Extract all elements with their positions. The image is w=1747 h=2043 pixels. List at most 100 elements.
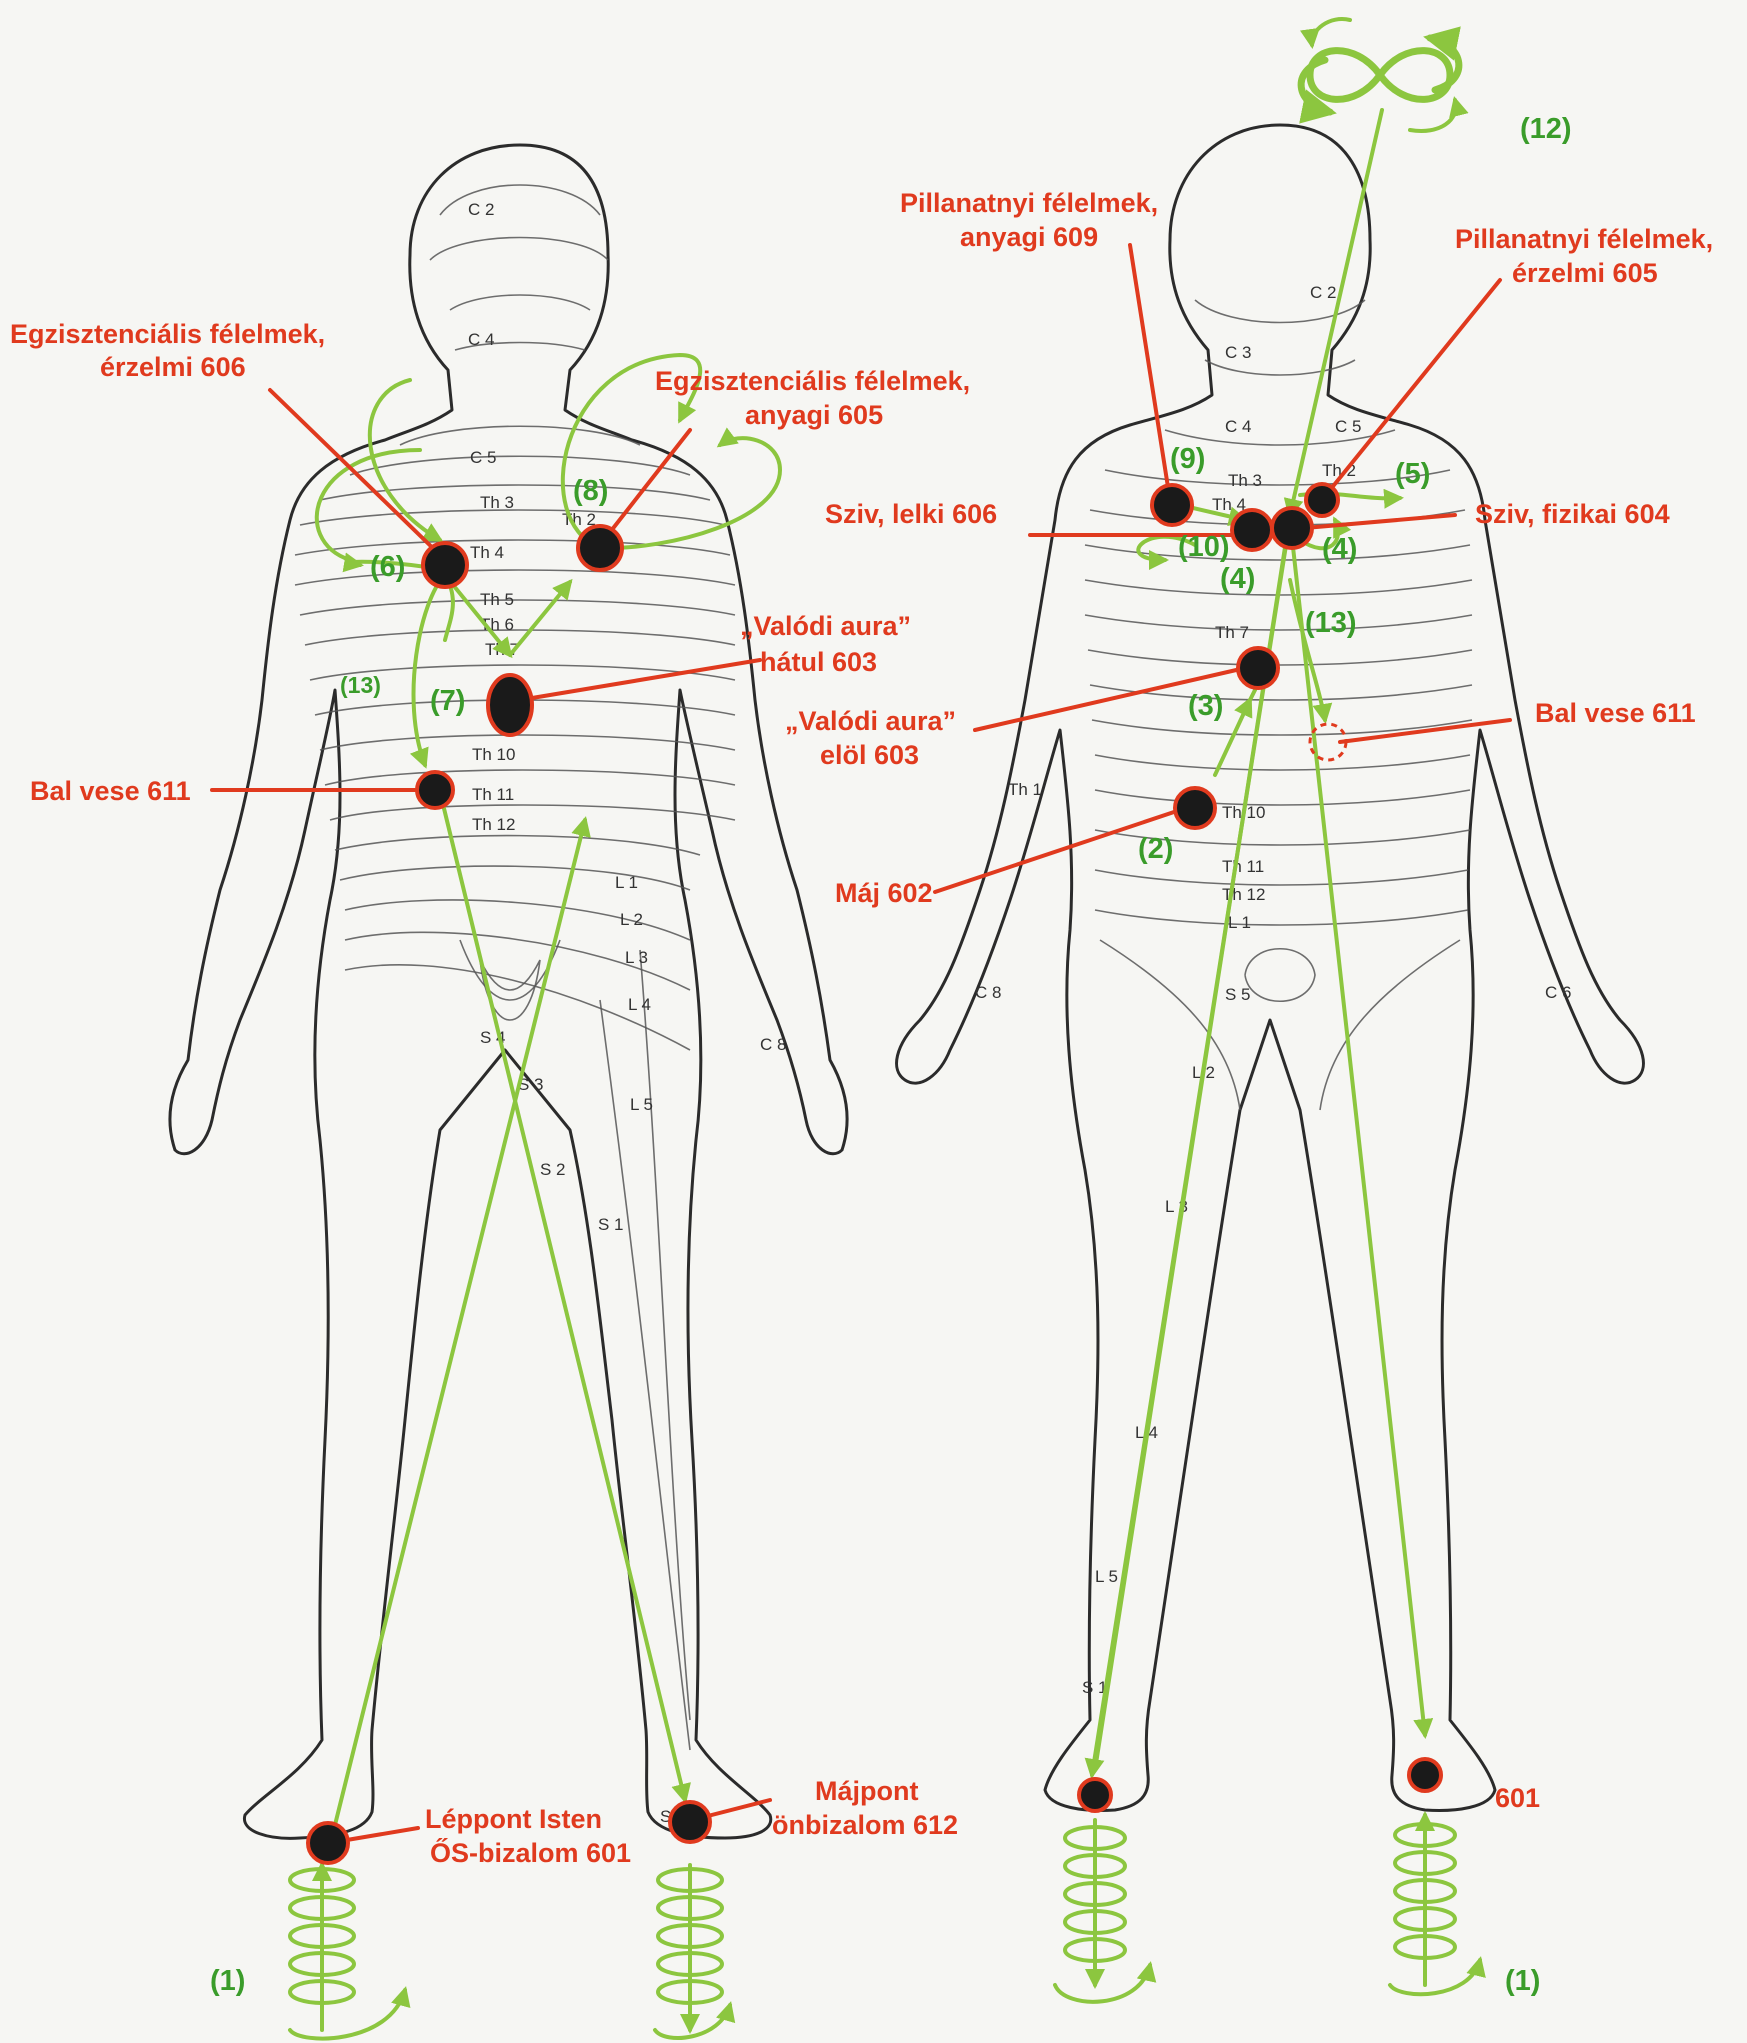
seg-label: L 2 [620,910,643,929]
label-aura-hatul-2: hátul 603 [760,647,877,677]
point-612 [670,1802,710,1842]
seg-label: Th 10 [472,745,515,764]
seg-label: C 8 [760,1035,786,1054]
step-number: (8) [573,475,608,507]
step-number: (9) [1170,443,1205,475]
front-left-foot-spiral [1055,1820,1150,2002]
front-step-numbers: (12) (9) (10) (5) (4) (4) (13) (3) (2) (… [1138,113,1572,1997]
step-number: (2) [1138,833,1173,865]
point-606 [423,543,467,587]
label-egz-erzelmi-2: érzelmi 606 [100,352,246,382]
label-majpont-2: önbizalom 612 [772,1810,958,1840]
flow-arc [1250,690,1255,700]
seg-label: C 2 [468,200,494,219]
seg-label: Th 12 [472,815,515,834]
label-aura-elol: „Valódi aura” [785,706,956,736]
step-number: (13) [340,672,381,698]
step-number: (4) [1322,533,1357,565]
seg-label: L 5 [1095,1567,1118,1586]
seg-label: Th 11 [1222,857,1264,876]
back-energy-flows [290,355,780,2039]
step-number: (5) [1395,458,1430,490]
label-egz-anyagi-2: anyagi 605 [745,400,883,430]
step-number: (4) [1220,563,1255,595]
seg-label: L 3 [625,948,648,967]
point-601 [308,1823,348,1863]
point-606-front [1232,510,1272,550]
seg-label: Th 3 [1228,471,1262,490]
seg-label: C 2 [1310,283,1336,302]
label-aura-hatul: „Valódi aura” [740,611,911,641]
label-egz-anyagi: Egzisztenciális félelmek, [655,366,970,396]
seg-label: Th 11 [472,785,514,804]
point-605-front [1306,484,1338,516]
back-right-foot-spiral [655,1865,730,2038]
front-energy-flows [1055,19,1480,2002]
seg-label: Th 5 [480,590,514,609]
step-number: (13) [1305,607,1357,639]
flow-line [330,820,585,1845]
seg-label: C 3 [1225,343,1251,362]
front-body-outline [897,125,1644,1810]
step-number: (10) [1178,531,1230,563]
label-egz-erzelmi: Egzisztenciális félelmek, [10,319,325,349]
point-605 [578,526,622,570]
seg-label: Th 3 [480,493,514,512]
front-view-figure: C 2 C 3 C 4 C 5 Th 2 Th 3 Th 4 Th 7 Th 1… [897,125,1644,1810]
label-sziv-lelki: Sziv, lelki 606 [825,499,997,529]
back-segment-labels: C 2 C 4 C 5 Th 3 Th 4 Th 2 Th 5 Th 6 Th … [468,200,786,1826]
flow-arc [600,438,780,548]
flow-arc [510,582,570,655]
point-604 [1272,508,1312,548]
label-bal-vese-front: Bal vese 611 [1535,698,1696,728]
point-601-front-right [1409,1759,1441,1791]
step-number: (1) [1505,1965,1540,1997]
label-leppont-2: ŐS-bizalom 601 [430,1837,631,1868]
seg-label: S 1 [598,1215,624,1234]
label-bal-vese: Bal vese 611 [30,776,191,806]
label-maj: Máj 602 [835,878,933,908]
seg-label: L 1 [1228,913,1251,932]
step-number: (3) [1188,690,1223,722]
label-majpont: Májpont [815,1776,918,1806]
front-right-foot-spiral [1390,1815,1480,1994]
back-dermatome-lines [295,185,735,1750]
seg-label: L 1 [615,873,638,892]
seg-label: Th 1 [1008,780,1042,799]
seg-label: Th 4 [470,543,504,562]
seg-label: S 2 [540,1160,566,1179]
step-number: (1) [210,1965,245,1997]
seg-label: L 5 [630,1095,653,1114]
flow-line [1290,110,1382,515]
label-sziv-fizikai: Sziv, fizikai 604 [1475,499,1670,529]
label-pill-anyagi: Pillanatnyi félelmek, [900,188,1158,218]
step-number: (12) [1520,113,1572,145]
front-points [1079,484,1441,1811]
seg-label: C 5 [1335,417,1361,436]
point-611 [417,772,453,808]
label-pill-erzelmi-2: érzelmi 605 [1512,258,1658,288]
point-603 [488,675,532,735]
label-601: 601 [1495,1783,1540,1813]
seg-label: S 5 [1225,985,1251,1004]
point-601-front-left [1079,1779,1111,1811]
point-602 [1175,788,1215,828]
seg-label: C 5 [470,448,496,467]
seg-label: C 4 [1225,417,1251,436]
point-609 [1152,485,1192,525]
seg-label: C 8 [975,983,1001,1002]
label-pill-erzelmi: Pillanatnyi félelmek, [1455,224,1713,254]
seg-label: C 6 [1545,983,1571,1002]
back-body-outline [170,145,847,1838]
flow-line [440,792,685,1800]
step-number: (6) [370,551,405,583]
seg-label: L 4 [628,995,651,1014]
step-number: (7) [430,685,465,717]
back-left-foot-spiral [290,1865,405,2039]
back-view-figure: C 2 C 4 C 5 Th 3 Th 4 Th 2 Th 5 Th 6 Th … [170,145,847,1838]
label-pill-anyagi-2: anyagi 609 [960,222,1098,252]
point-603-front [1238,648,1278,688]
flow-line [1290,520,1425,1735]
label-leppont: Léppont Isten [425,1804,602,1834]
